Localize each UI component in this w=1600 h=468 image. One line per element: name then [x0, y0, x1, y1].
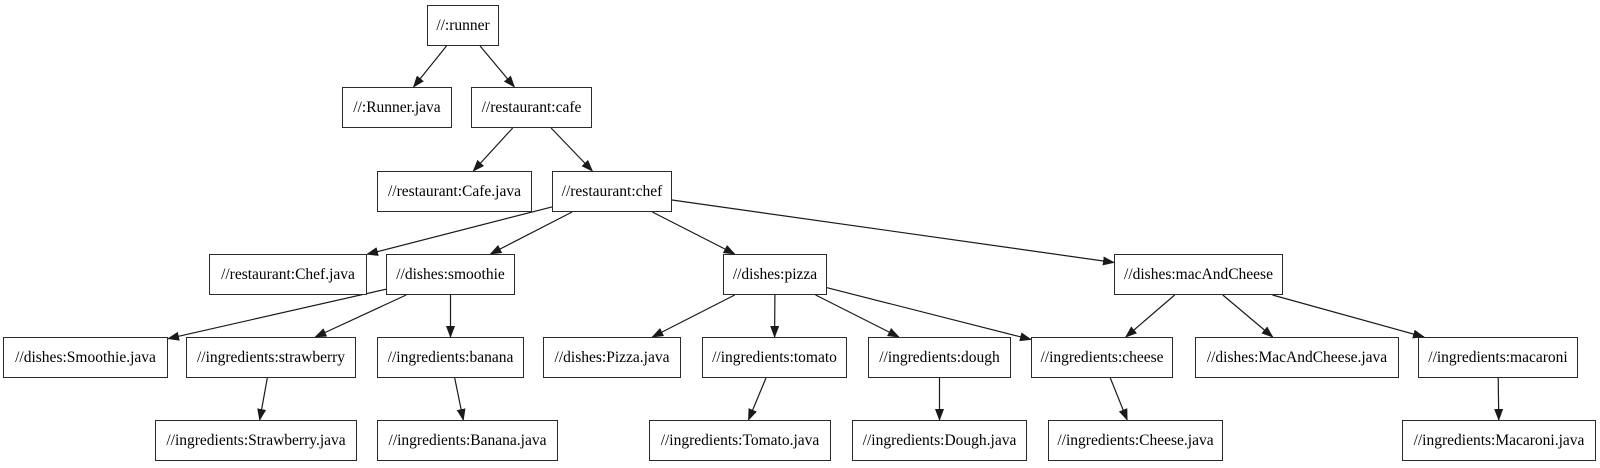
node-strawberry-java: //ingredients:Strawberry.java — [155, 420, 357, 461]
edge-smoothie-to-smoothie-java — [167, 288, 387, 341]
edge-chef-to-mac-and-cheese — [671, 199, 1115, 266]
edge-chef-to-smoothie — [489, 211, 573, 255]
node-banana: //ingredients:banana — [377, 337, 524, 378]
node-mac-and-cheese: //dishes:macAndCheese — [1114, 254, 1283, 295]
node-label: //ingredients:Cheese.java — [1057, 431, 1214, 449]
node-dough: //ingredients:dough — [868, 337, 1011, 378]
edge-cheese-to-cheese-java — [1109, 377, 1128, 421]
edge-macaroni-to-macaroni-java — [1494, 377, 1504, 421]
node-label: //restaurant:Chef.java — [221, 265, 355, 283]
edge-cafe-to-chef — [550, 127, 594, 172]
node-label: //dishes:Smoothie.java — [15, 348, 156, 366]
node-label: //ingredients:banana — [387, 348, 514, 366]
node-label: //restaurant:Cafe.java — [388, 182, 521, 200]
node-smoothie: //dishes:smoothie — [386, 254, 515, 295]
node-cheese: //ingredients:cheese — [1031, 337, 1173, 378]
node-label: //restaurant:cafe — [481, 98, 582, 116]
node-pizza: //dishes:pizza — [723, 254, 827, 295]
node-label: //restaurant:chef — [561, 182, 663, 200]
node-label: //ingredients:Strawberry.java — [166, 431, 346, 449]
node-smoothie-java: //dishes:Smoothie.java — [3, 337, 168, 378]
node-label: //ingredients:Dough.java — [862, 431, 1017, 449]
node-label: //dishes:smoothie — [396, 265, 505, 283]
node-label: //dishes:MacAndCheese.java — [1206, 348, 1388, 366]
node-cafe: //restaurant:cafe — [471, 87, 592, 128]
edge-runner-to-cafe — [479, 45, 516, 88]
edge-strawberry-to-strawberry-java — [257, 377, 268, 421]
edge-mac-and-cheese-to-cheese — [1125, 294, 1176, 338]
node-strawberry: //ingredients:strawberry — [186, 337, 356, 378]
node-label: //dishes:macAndCheese — [1124, 265, 1273, 283]
node-label: //ingredients:tomato — [712, 348, 837, 366]
node-label: //:Runner.java — [353, 98, 441, 116]
node-label: //ingredients:Macaroni.java — [1413, 431, 1585, 449]
node-chef: //restaurant:chef — [552, 171, 672, 212]
node-runner-java: //:Runner.java — [342, 87, 452, 128]
node-tomato: //ingredients:tomato — [702, 337, 847, 378]
edge-mac-and-cheese-to-macaroni — [1272, 294, 1425, 339]
node-label: //:runner — [436, 16, 490, 34]
node-tomato-java: //ingredients:Tomato.java — [649, 420, 831, 461]
node-runner: //:runner — [427, 5, 499, 46]
edge-mac-and-cheese-to-mac-and-cheese-java — [1222, 294, 1274, 338]
node-macaroni-java: //ingredients:Macaroni.java — [1402, 420, 1596, 461]
node-chef-java: //restaurant:Chef.java — [209, 254, 367, 295]
node-label: //ingredients:macaroni — [1428, 348, 1568, 366]
edge-smoothie-to-strawberry — [314, 294, 407, 338]
node-label: //dishes:Pizza.java — [554, 348, 670, 366]
edge-banana-to-banana-java — [454, 377, 466, 421]
node-mac-and-cheese-java: //dishes:MacAndCheese.java — [1195, 337, 1399, 378]
edge-chef-to-pizza — [652, 211, 736, 255]
node-label: //ingredients:strawberry — [196, 348, 346, 366]
edge-chef-to-chef-java — [366, 206, 553, 256]
node-banana-java: //ingredients:Banana.java — [377, 420, 558, 461]
node-label: //ingredients:Tomato.java — [660, 431, 820, 449]
edge-pizza-to-cheese — [826, 287, 1032, 342]
node-label: //dishes:pizza — [732, 265, 818, 283]
edge-runner-to-runner-java — [412, 45, 447, 88]
edge-pizza-to-pizza-java — [651, 294, 735, 338]
node-dough-java: //ingredients:Dough.java — [852, 420, 1027, 461]
node-cheese-java: //ingredients:Cheese.java — [1048, 420, 1223, 461]
node-label: //ingredients:cheese — [1040, 348, 1164, 366]
node-macaroni: //ingredients:macaroni — [1418, 337, 1578, 378]
node-label: //ingredients:dough — [879, 348, 1000, 366]
node-cafe-java: //restaurant:Cafe.java — [377, 171, 532, 212]
edge-pizza-to-dough — [815, 294, 900, 338]
node-pizza-java: //dishes:Pizza.java — [543, 337, 681, 378]
edge-cafe-to-cafe-java — [472, 127, 514, 172]
edge-tomato-to-tomato-java — [747, 377, 767, 421]
node-label: //ingredients:Banana.java — [388, 431, 547, 449]
